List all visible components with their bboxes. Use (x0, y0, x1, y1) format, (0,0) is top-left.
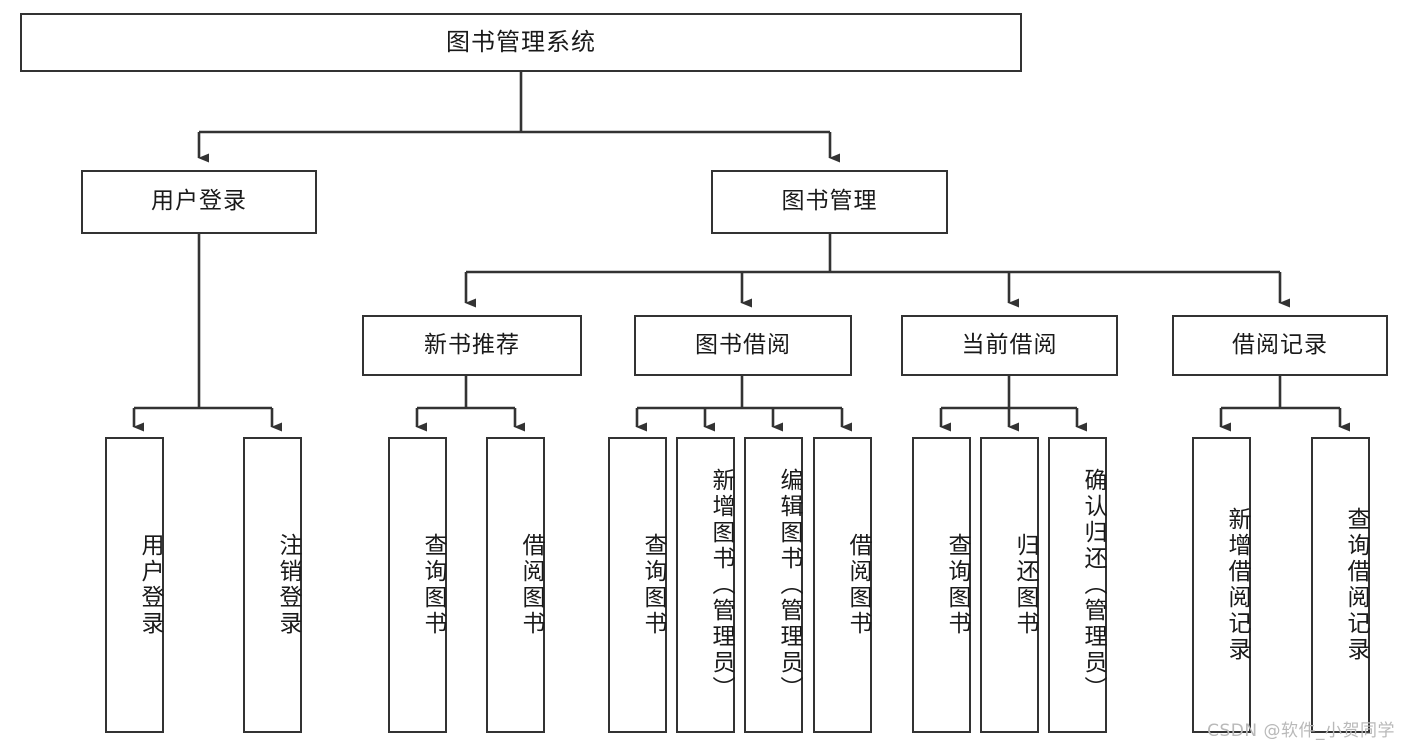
node-leaf-add-borrow-record[interactable]: 新增借阅记录 (1192, 437, 1251, 733)
node-label: 新增图书（管理员） (708, 468, 734, 702)
node-label: 注销登录 (275, 533, 301, 637)
node-leaf-return-book[interactable]: 归还图书 (980, 437, 1039, 733)
node-label: 图书管理系统 (446, 28, 596, 57)
node-leaf-borrow-book-1[interactable]: 借阅图书 (486, 437, 545, 733)
node-book-borrow[interactable]: 图书借阅 (634, 315, 852, 376)
node-leaf-query-book-2[interactable]: 查询图书 (608, 437, 667, 733)
node-leaf-add-book[interactable]: 新增图书（管理员） (676, 437, 735, 733)
node-label: 确认归还（管理员） (1080, 468, 1106, 702)
node-leaf-query-book-3[interactable]: 查询图书 (912, 437, 971, 733)
node-label: 查询图书 (420, 533, 446, 637)
node-borrow-record[interactable]: 借阅记录 (1172, 315, 1388, 376)
node-label: 新书推荐 (424, 331, 520, 358)
node-current-borrow[interactable]: 当前借阅 (901, 315, 1118, 376)
node-label: 查询图书 (944, 533, 970, 637)
node-label: 用户登录 (137, 533, 163, 637)
csdn-watermark: CSDN @软件_小贺同学 (1207, 721, 1395, 741)
node-label: 编辑图书（管理员） (776, 468, 802, 702)
node-user-login[interactable]: 用户登录 (81, 170, 317, 234)
node-leaf-logout-login[interactable]: 注销登录 (243, 437, 302, 733)
node-label: 归还图书 (1012, 533, 1038, 637)
node-label: 借阅记录 (1232, 331, 1328, 358)
node-leaf-edit-book[interactable]: 编辑图书（管理员） (744, 437, 803, 733)
node-book-manage[interactable]: 图书管理 (711, 170, 948, 234)
node-label: 借阅图书 (518, 533, 544, 637)
node-leaf-query-book-1[interactable]: 查询图书 (388, 437, 447, 733)
node-leaf-borrow-book-2[interactable]: 借阅图书 (813, 437, 872, 733)
node-label: 借阅图书 (845, 533, 871, 637)
node-leaf-query-borrow-record[interactable]: 查询借阅记录 (1311, 437, 1370, 733)
node-label: 用户登录 (151, 188, 247, 215)
node-leaf-confirm-return[interactable]: 确认归还（管理员） (1048, 437, 1107, 733)
node-leaf-user-login[interactable]: 用户登录 (105, 437, 164, 733)
node-label: 图书管理 (781, 188, 878, 215)
node-label: 图书借阅 (695, 331, 791, 358)
node-new-book-recommend[interactable]: 新书推荐 (362, 315, 582, 376)
node-label: 查询图书 (640, 533, 666, 637)
node-label: 查询借阅记录 (1343, 507, 1369, 663)
node-root-book-management-system[interactable]: 图书管理系统 (20, 13, 1022, 72)
node-label: 当前借阅 (961, 331, 1058, 358)
node-label: 新增借阅记录 (1224, 507, 1250, 663)
